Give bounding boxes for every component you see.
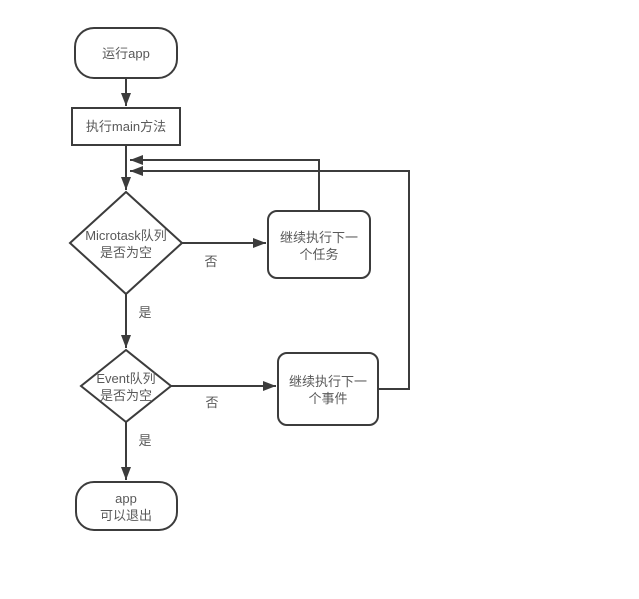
next-task-process-node <box>267 210 371 279</box>
main-process-label: 执行main方法 <box>86 119 166 134</box>
microtask-no-label: 否 <box>204 254 217 269</box>
event-no-label: 否 <box>205 395 218 410</box>
edge-task-loopback <box>130 155 320 211</box>
next-task-label-line2: 个任务 <box>299 247 338 262</box>
next-event-label-line1: 继续执行下一 <box>289 374 367 389</box>
nodes: 运行app 执行main方法 Microtask队列 是否为空 继续执行下一 个… <box>68 27 379 531</box>
next-task-label-line1: 继续执行下一 <box>280 230 358 245</box>
next-event-label-line2: 个事件 <box>308 391 347 406</box>
end-node-label-line1: app <box>115 491 137 506</box>
event-decision-label-line2: 是否为空 <box>100 388 152 403</box>
event-yes-label: 是 <box>138 433 151 448</box>
main-process-node <box>71 107 181 146</box>
start-node <box>74 27 178 79</box>
start-node-label: 运行app <box>102 46 150 61</box>
edges <box>121 78 410 480</box>
event-decision-label-line1: Event队列 <box>96 371 155 386</box>
end-node <box>75 481 178 531</box>
event-decision-node <box>79 348 173 424</box>
microtask-decision-label-line2: 是否为空 <box>100 245 152 260</box>
edge-labels: 否 是 否 是 <box>138 254 218 448</box>
edge-event-task-loopback <box>130 166 410 390</box>
microtask-decision-node <box>68 190 184 296</box>
next-event-process-node <box>277 352 379 426</box>
microtask-yes-label: 是 <box>138 305 151 320</box>
microtask-decision-label-line1: Microtask队列 <box>85 228 167 243</box>
end-node-label-line2: 可以退出 <box>100 508 152 523</box>
